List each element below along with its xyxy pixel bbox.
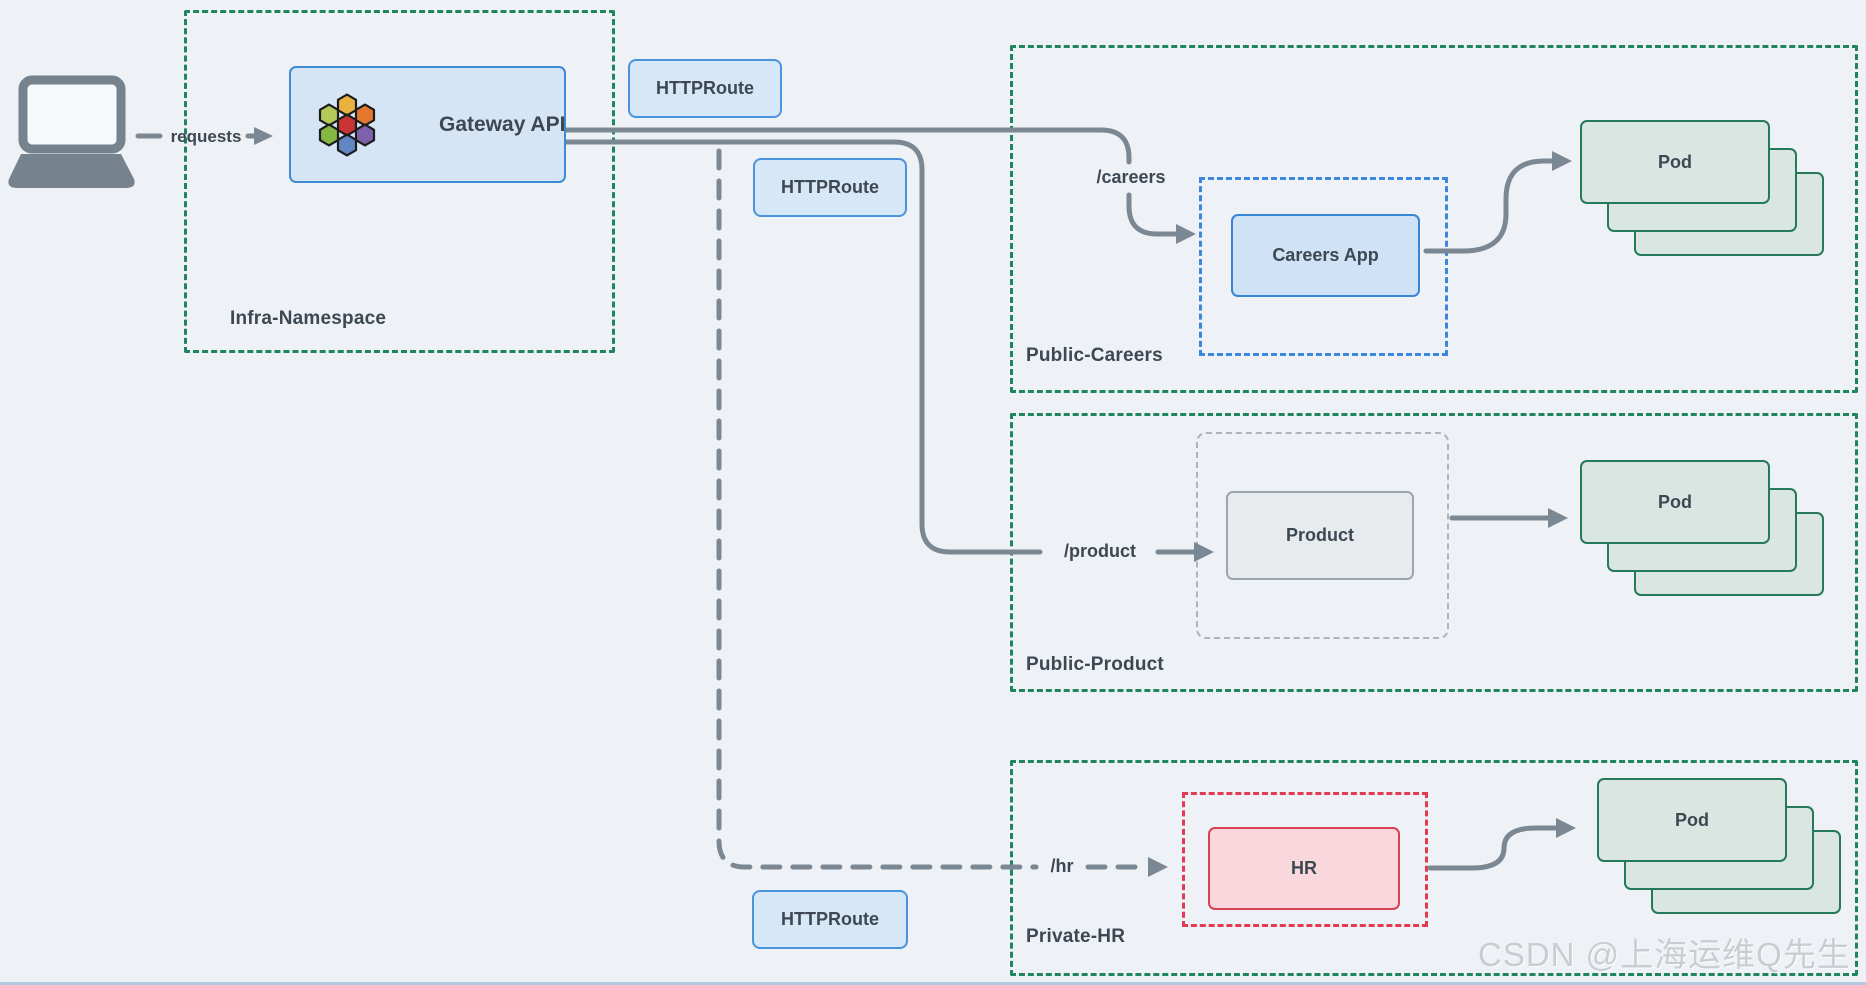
pod-label: Pod [1675, 809, 1709, 830]
pod-label: Pod [1658, 491, 1692, 512]
route-hr-dashed-line [575, 139, 1168, 877]
namespace-infra [184, 10, 615, 353]
pod-stack-careers: Pod [1580, 120, 1826, 260]
route-careers-line [563, 127, 1196, 244]
path-label-product: /product [1064, 541, 1136, 561]
careers-app-box: Careers App [1231, 214, 1420, 297]
hr-service-to-pod-line [1427, 818, 1576, 871]
laptop-icon [8, 75, 135, 188]
pod-stack-hr: Pod [1597, 778, 1843, 918]
httproute-label-2: HTTPRoute [781, 177, 879, 197]
namespace-public-careers [1010, 45, 1858, 393]
namespace-public-careers-label: Public-Careers [1026, 345, 1163, 366]
path-label-hr: /hr [1050, 856, 1074, 876]
bottom-edge-line [0, 982, 1866, 985]
httproute-box-2: HTTPRoute [753, 158, 907, 217]
gateway-api-box: Gateway API [289, 66, 566, 183]
hr-label: HR [1291, 858, 1317, 878]
careers-app-label: Careers App [1272, 245, 1379, 265]
gateway-api-logo-icon [318, 93, 376, 157]
namespace-infra-label: Infra-Namespace [230, 308, 387, 329]
requests-arrow [135, 127, 273, 145]
httproute-label-1: HTTPRoute [656, 78, 754, 98]
path-label-careers: /careers [1096, 167, 1166, 187]
httproute-label-3: HTTPRoute [781, 909, 879, 929]
namespace-public-product-label: Public-Product [1026, 654, 1164, 675]
pod-box-front: Pod [1580, 460, 1770, 544]
pod-box-front: Pod [1597, 778, 1787, 862]
requests-label: requests [170, 127, 242, 146]
product-service-to-pod-line [1449, 508, 1568, 528]
pod-label: Pod [1658, 151, 1692, 172]
hr-box: HR [1208, 827, 1400, 910]
route-product-line [563, 139, 1214, 562]
pod-box-front: Pod [1580, 120, 1770, 204]
watermark: CSDN @上海运维Q先生 [1478, 936, 1851, 973]
pod-stack-product: Pod [1580, 460, 1826, 600]
hr-service-boundary [1182, 792, 1428, 927]
product-label: Product [1285, 525, 1354, 545]
gateway-api-label: Gateway API [439, 112, 566, 136]
namespace-private-hr-label: Private-HR [1026, 926, 1126, 947]
httproute-box-3: HTTPRoute [752, 890, 908, 949]
product-service-boundary [1196, 432, 1449, 639]
careers-service-boundary [1199, 177, 1448, 356]
httproute-box-1: HTTPRoute [628, 59, 782, 118]
product-box: Product [1226, 491, 1414, 580]
careers-service-to-pod-line [1423, 151, 1572, 254]
